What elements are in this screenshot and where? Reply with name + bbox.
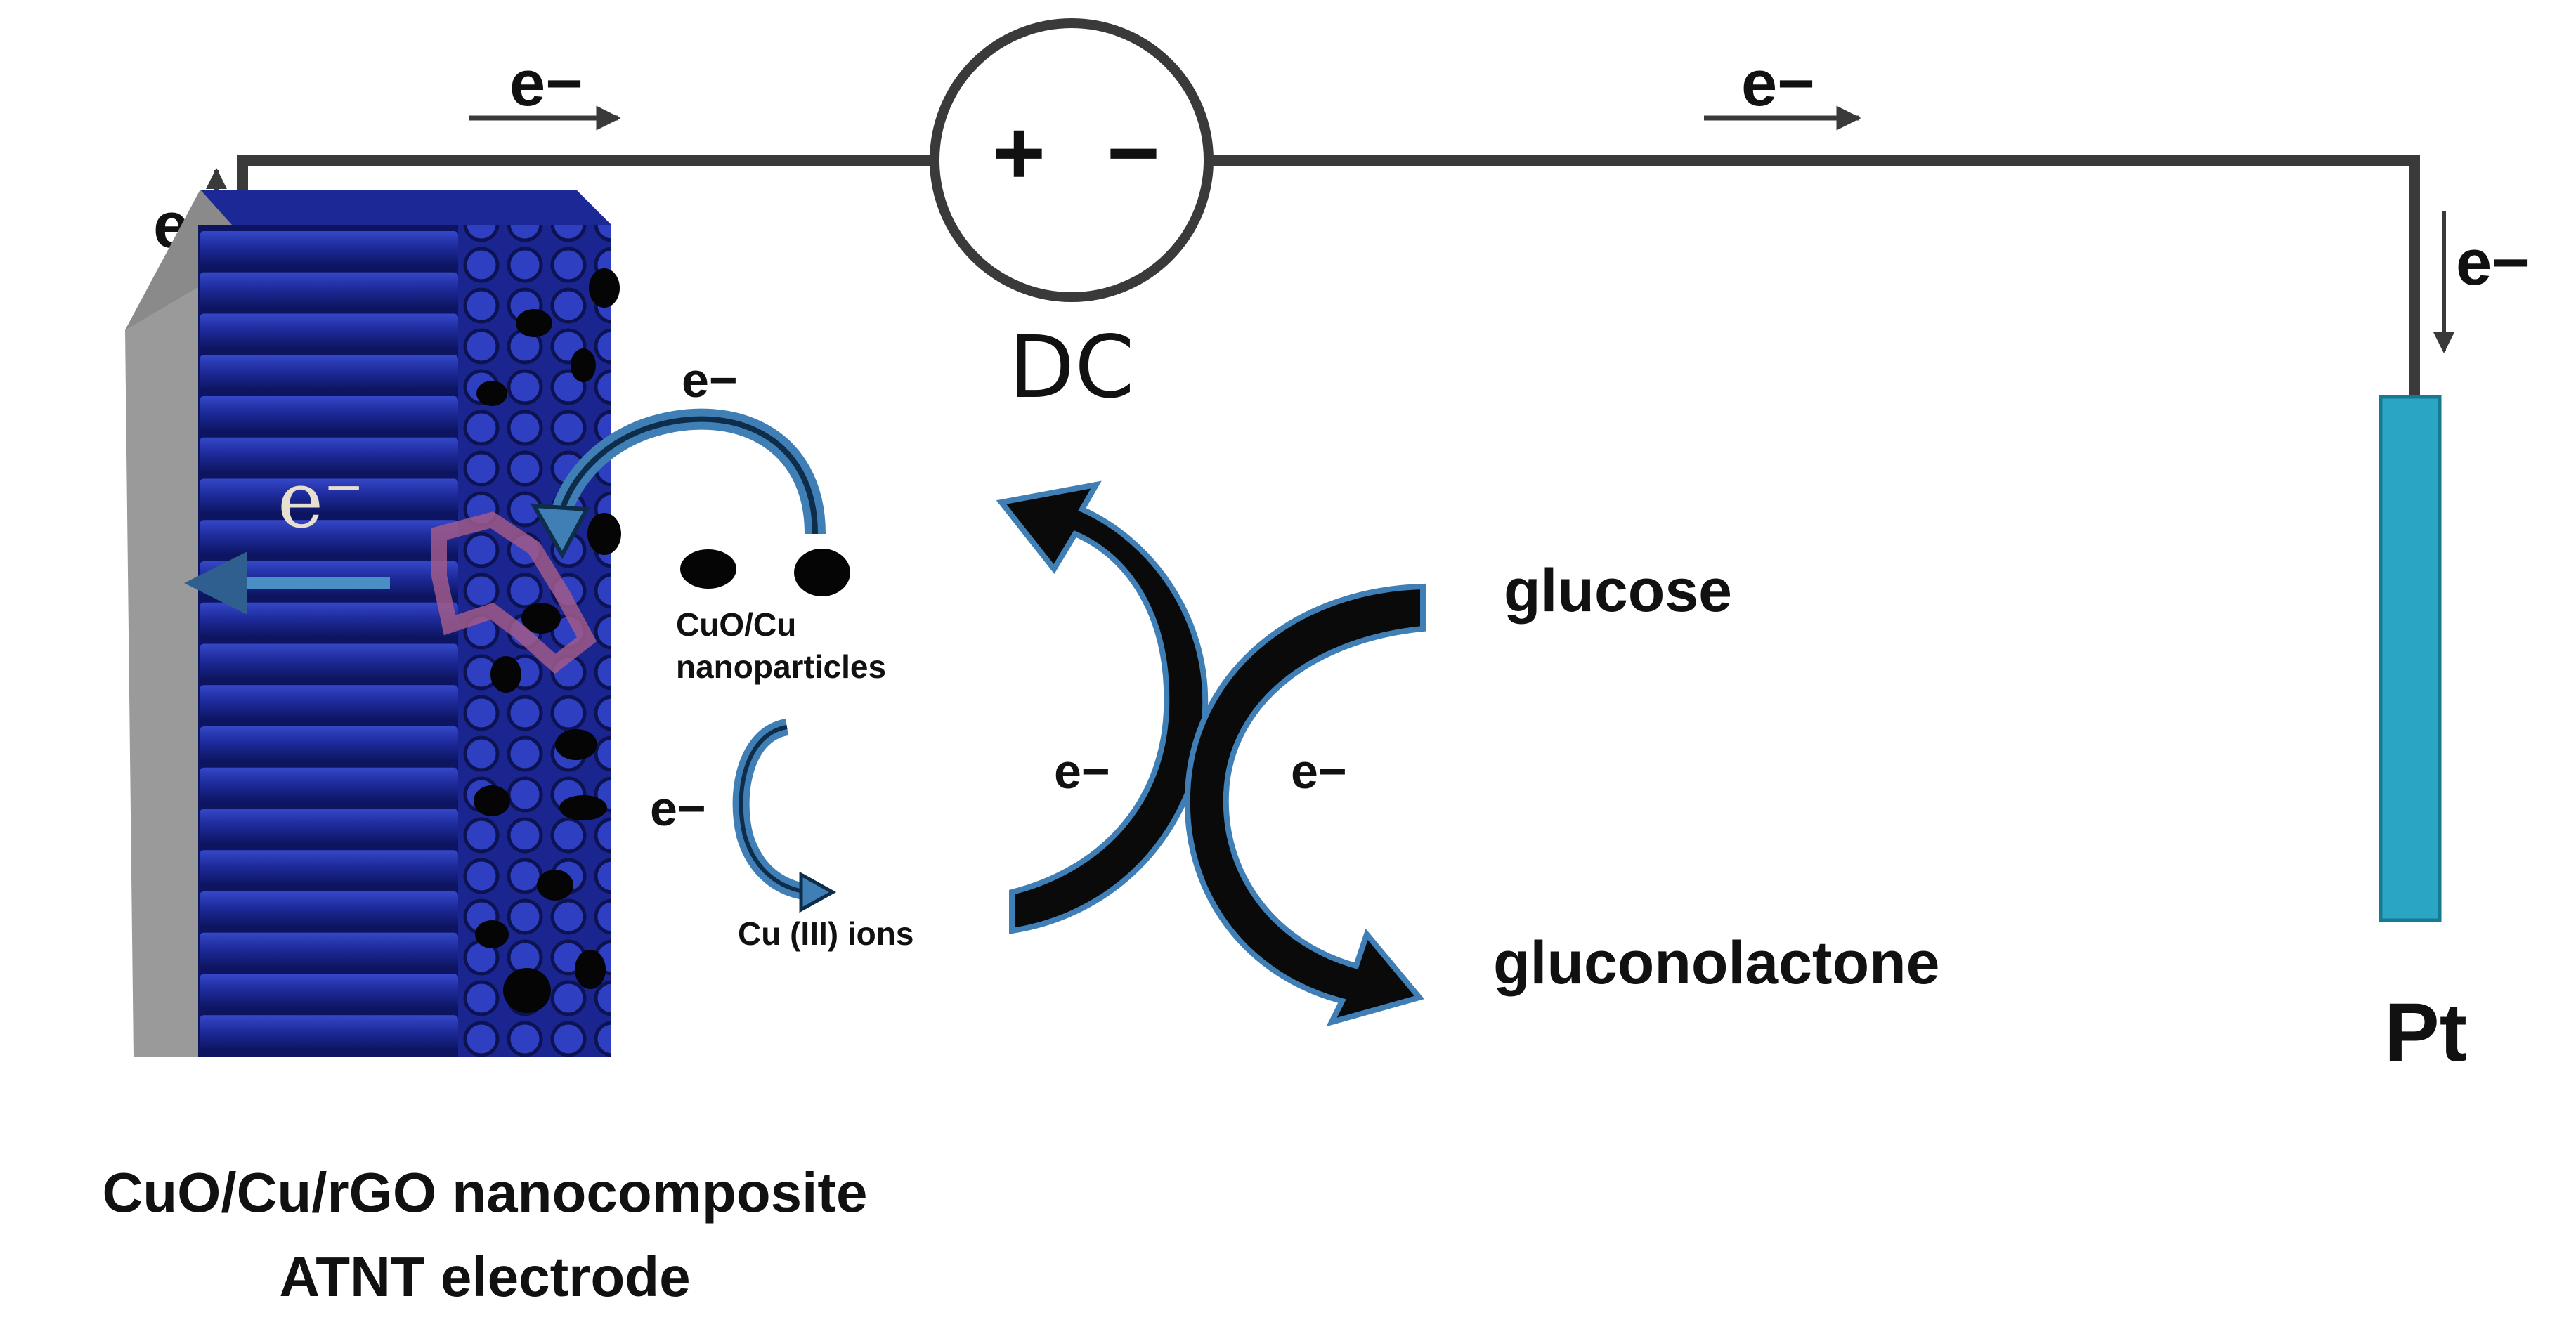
lower-arc-electron-label: e− — [650, 781, 706, 836]
electron-flow-top-left: e− — [469, 48, 621, 131]
cross-left-electron-label: e− — [1054, 744, 1110, 799]
nanoparticles-label: nanoparticles — [676, 648, 886, 685]
dc-label: DC — [1008, 318, 1134, 417]
electron-flow-top-right: e− — [1704, 48, 1861, 131]
cuo-cu-nanoparticles — [680, 549, 850, 596]
nanotube-row — [200, 437, 458, 473]
cuo-cu-label: CuO/Cu — [676, 606, 796, 643]
minus-sign: − — [1107, 101, 1160, 204]
nanotube-row — [200, 396, 458, 431]
glucose-label: glucose — [1504, 557, 1732, 625]
nanotube-row — [200, 974, 458, 1009]
inner-electron-label: e⁻ — [278, 455, 364, 545]
dc-power-source: + − — [930, 18, 1214, 302]
upper-arc-electron-label: e− — [682, 353, 738, 407]
reaction-arrow-glucose — [1184, 583, 1426, 1027]
reaction-arrow-oxidation — [996, 480, 1209, 934]
pt-label: Pt — [2384, 986, 2467, 1079]
caption-line-1: CuO/Cu/rGO nanocomposite — [103, 1161, 868, 1224]
cross-right-electron-label: e− — [1291, 744, 1347, 799]
nanoparticles-on-electrode — [474, 268, 621, 1013]
nanotube-row — [200, 932, 458, 968]
nanotube-row — [200, 643, 458, 679]
nanotube-row — [200, 809, 458, 844]
nanotube-row — [200, 313, 458, 349]
nanotube-row — [200, 231, 458, 266]
plus-sign: + — [992, 101, 1046, 204]
nanotube-row — [200, 272, 458, 308]
nanotube-row — [200, 355, 458, 390]
highlighted-nanotube — [431, 511, 597, 674]
nanotube-row — [200, 685, 458, 720]
caption-line-2: ATNT electrode — [279, 1245, 690, 1308]
pt-electrode — [2379, 395, 2442, 922]
nanotube-row — [200, 850, 458, 885]
svg-text:e−: e− — [509, 48, 583, 119]
nanotube-row — [200, 891, 458, 927]
nanotube-row — [200, 767, 458, 803]
nanotube-row — [200, 520, 458, 555]
nanotube-row — [200, 602, 458, 638]
nanotube-row — [200, 478, 458, 514]
svg-text:e−: e− — [1741, 48, 1815, 119]
atnt-electrode: e⁻ — [125, 190, 621, 1057]
svg-text:e−: e− — [2456, 227, 2530, 299]
electron-flow-right-vertical: e− — [2433, 211, 2530, 353]
gluconolactone-label: gluconolactone — [1493, 929, 1939, 997]
nanotube-row — [200, 1015, 458, 1050]
nanotube-row — [200, 726, 458, 761]
cu3-ions-label: Cu (III) ions — [738, 915, 913, 952]
